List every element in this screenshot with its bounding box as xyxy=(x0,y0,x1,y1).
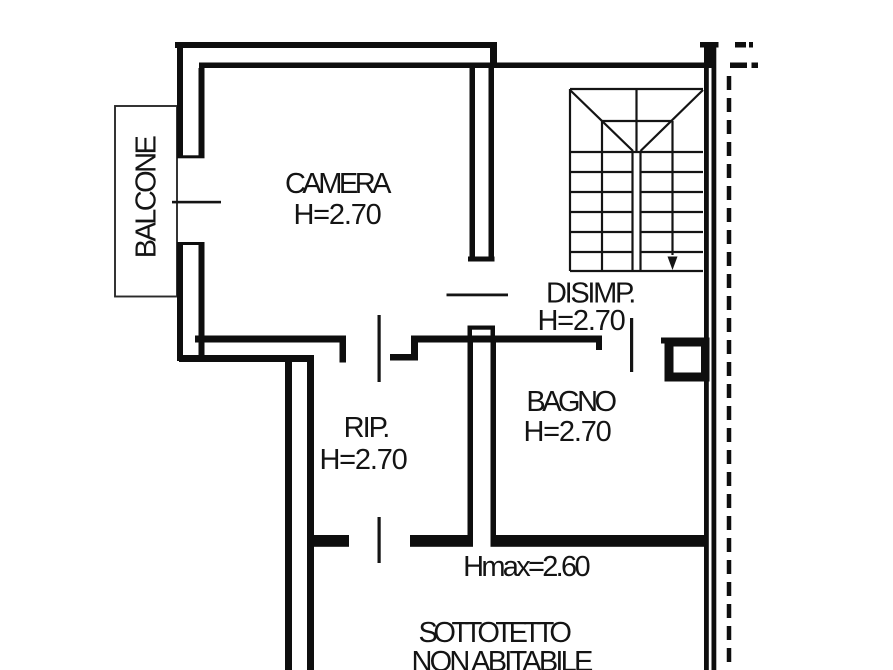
room-label-bagno: BAGNO xyxy=(526,386,616,418)
stairs xyxy=(568,87,704,273)
room-label-balcone: BALCONE xyxy=(131,136,163,259)
room-label-camera: CAMERA xyxy=(285,168,392,200)
bagno-door-opening-line xyxy=(630,318,634,372)
room-label-disimpegno: DISIMP. xyxy=(546,278,634,310)
opening-lines xyxy=(172,200,634,563)
room-height-disimpegno: H=2.70 xyxy=(537,305,624,337)
balcony-door-opening-line xyxy=(172,200,221,204)
room-height-ripostiglio: H=2.70 xyxy=(319,444,406,476)
camera-door-opening-line xyxy=(446,293,508,297)
top-wall-dash-dot xyxy=(730,42,758,68)
room-label-sottotetto-line2: NON ABITABILE xyxy=(411,646,592,670)
flue-shaft xyxy=(661,337,710,382)
rip-door-opening-line xyxy=(377,315,381,382)
room-height-camera: H=2.70 xyxy=(293,199,380,231)
room-height-bagno: H=2.70 xyxy=(523,416,610,448)
height-annotation-sottotetto: Hmax=2.60 xyxy=(463,551,589,583)
room-label-sottotetto: SOTTOTETTO xyxy=(419,617,572,649)
room-label-ripostiglio: RIP. xyxy=(344,412,389,444)
stairs-down-arrow-icon xyxy=(667,256,678,270)
sottotetto-door-opening-line xyxy=(377,517,381,563)
